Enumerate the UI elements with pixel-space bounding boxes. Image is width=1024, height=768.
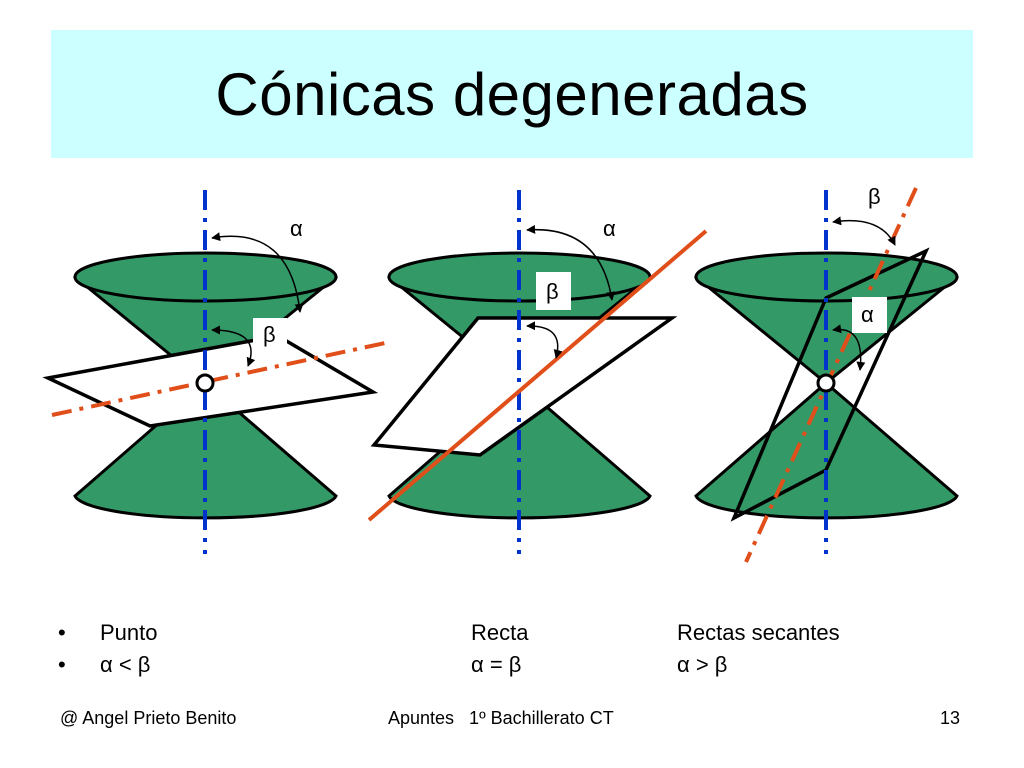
diagram-punto: α β	[42, 190, 386, 554]
slide-title: Cónicas degeneradas	[215, 60, 809, 128]
angle-beta-arc	[526, 321, 563, 359]
angle-alpha-arc	[526, 224, 616, 301]
bullet-row-condition: • α < β α = β α > β	[0, 652, 1024, 682]
diagram-recta: α β	[367, 190, 708, 554]
footer-course: Apuntes 1º Bachillerato CT	[388, 708, 614, 728]
condition-punto: α < β	[100, 652, 151, 677]
bullet-marker: •	[58, 652, 66, 677]
lower-nappe	[73, 381, 338, 520]
bullet-row-type: • Punto Recta Rectas secantes	[0, 620, 1024, 650]
diagram-secantes: β α	[694, 184, 959, 563]
tangent-line	[367, 229, 708, 522]
label-punto: Punto	[100, 620, 158, 645]
angle-beta-arc	[832, 216, 896, 246]
slide-footer: @ Angel Prieto Benito Apuntes 1º Bachill…	[0, 704, 1024, 734]
footer-author: @ Angel Prieto Benito	[60, 708, 237, 728]
vertex-point	[195, 373, 215, 393]
label-rectas-secantes: Rectas secantes	[677, 620, 840, 645]
cone-diagrams: α β α β β α	[42, 184, 959, 563]
title-banner: Cónicas degeneradas	[51, 30, 973, 158]
beta-label: β	[263, 322, 276, 347]
plane-trace-line	[51, 341, 386, 417]
angle-alpha-arc	[832, 324, 866, 371]
beta-label: β	[868, 184, 881, 209]
lower-nappe	[694, 381, 959, 520]
alpha-label: α	[603, 216, 616, 241]
label-recta: Recta	[471, 620, 529, 645]
beta-label: β	[546, 279, 559, 304]
angle-beta-arc	[211, 325, 256, 367]
alpha-label-box	[852, 297, 887, 333]
bullet-list: • Punto Recta Rectas secantes • α < β α …	[0, 618, 1024, 688]
beta-label-box	[536, 272, 571, 310]
angle-alpha-arc	[211, 232, 304, 313]
condition-secantes: α > β	[677, 652, 728, 677]
alpha-label: α	[290, 216, 303, 241]
lower-nappe	[387, 381, 652, 520]
page-number: 13	[940, 708, 961, 728]
bullet-marker: •	[58, 620, 66, 645]
beta-label-box	[253, 318, 287, 348]
condition-recta: α = β	[471, 652, 522, 677]
alpha-label: α	[861, 302, 874, 327]
vertex-point	[816, 373, 836, 393]
